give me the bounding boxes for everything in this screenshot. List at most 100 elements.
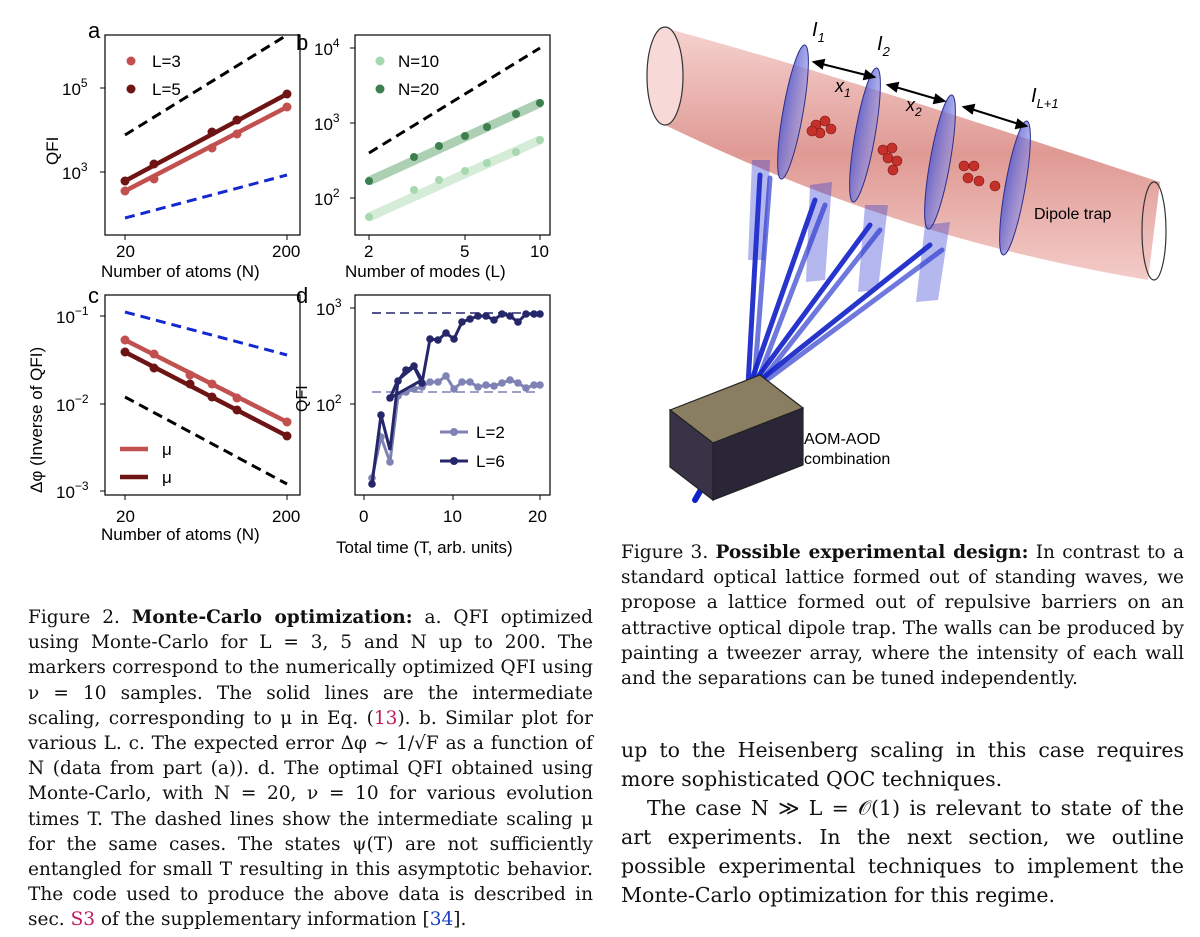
panel-d-xtick-10: 10	[443, 507, 462, 526]
panel-a-axes	[104, 34, 301, 236]
panel-b: b N=10 N=20 104 103 102 2 5 10 Number of…	[296, 30, 551, 281]
panel-b-xtick-5: 5	[460, 242, 469, 261]
body-text: up to the Heisenberg scaling in this cas…	[621, 736, 1184, 910]
panel-c-ylabel: Δφ (Inverse of QFI)	[27, 347, 46, 493]
panel-c-xlabel: Number of atoms (N)	[101, 525, 260, 544]
aom-aod-label-line1: AOM-AOD	[804, 431, 880, 448]
dipole-trap-beam	[665, 28, 1160, 280]
panel-b-letter: b	[296, 30, 308, 55]
panel-d: d L=2 L=6 103 102 QFI 0 10 20	[294, 283, 551, 557]
aom-aod-box	[668, 374, 805, 502]
panel-b-legend-N10: N=10	[398, 52, 439, 71]
wall-2	[849, 67, 881, 203]
panel-b-ytick-1e3: 103	[314, 111, 340, 134]
panel-c-ytick-1e-3: 10−3	[56, 479, 89, 502]
panel-a-L3-markers	[120, 102, 292, 196]
panel-b-legend-N20: N=20	[398, 80, 439, 99]
figure2-caption-text-a: a. QFI optimized using Monte-Carlo for L…	[28, 607, 593, 729]
panel-c-ytick-1e-1: 10−1	[56, 304, 89, 327]
panel-a-L3-line	[123, 105, 289, 193]
panel-b-xtick-2: 2	[364, 242, 373, 261]
figure3-caption-title: Possible experimental design:	[715, 542, 1029, 563]
panel-a: a L=3 L=5 105 103 QFI 20 200 Numbe	[43, 18, 301, 281]
panel-d-xlabel: Total time (T, arb. units)	[336, 538, 513, 557]
panel-b-N20-markers	[365, 99, 544, 185]
panel-c-ytick-1e-2: 10−2	[56, 392, 89, 415]
dipole-trap-label: Dipole trap	[1034, 206, 1111, 223]
panel-b-axes	[354, 34, 551, 236]
citation-34-link[interactable]: 34	[429, 909, 454, 931]
tweezer-cones	[748, 160, 950, 302]
panel-c-blue-dashed	[124, 310, 288, 357]
panel-b-xlabel: Number of modes (L)	[345, 262, 506, 281]
panel-a-legend-L3: L=3	[152, 52, 181, 71]
wall-1	[777, 44, 809, 180]
panel-a-ylabel: QFI	[43, 137, 62, 165]
figure2-caption-text-b: ). b. Similar plot for various L. c. The…	[28, 707, 593, 931]
beam-exit-ellipse	[1141, 181, 1167, 281]
body-paragraph-2: The case N ≫ L = 𝒪(1) is relevant to sta…	[621, 796, 1184, 907]
figure2-caption-label: Figure 2.	[28, 607, 120, 628]
panel-d-legend-L2: L=2	[476, 423, 505, 442]
panel-c-L3-markers	[120, 335, 292, 427]
panel-d-legend-L6: L=6	[476, 452, 505, 471]
panel-b-N10-markers	[365, 136, 544, 221]
label-I2: I2	[877, 33, 891, 59]
panel-d-axes	[354, 294, 551, 496]
panel-a-letter: a	[88, 18, 101, 43]
tweezer-beam-icon	[692, 172, 945, 503]
figure3-caption: Figure 3. Possible experimental design: …	[621, 540, 1184, 691]
figure2-caption: Figure 2. Monte-Carlo optimization: a. Q…	[28, 605, 593, 933]
figure2-caption-text-d: ].	[453, 909, 467, 931]
body-paragraph-1: up to the Heisenberg scaling in this cas…	[621, 738, 1184, 791]
figure2-caption-title: Monte-Carlo optimization:	[131, 607, 413, 628]
panel-c-L3-line	[123, 337, 289, 425]
separation-arrows	[811, 58, 1029, 130]
beam-entrance-ellipse	[646, 26, 684, 126]
panel-c-letter: c	[88, 283, 99, 308]
panel-c-legend-mu-1: μ	[162, 440, 172, 459]
panel-c-xtick-200: 200	[272, 507, 300, 526]
figure2-plots: a L=3 L=5 105 103 QFI 20 200 Numbe	[27, 18, 551, 557]
wall-4	[999, 120, 1031, 256]
figure2-caption-text-c: of the supplementary information [	[95, 909, 430, 931]
panel-a-blue-dashed	[124, 173, 288, 220]
panel-a-xtick-200: 200	[272, 242, 300, 261]
label-I1: I1	[812, 19, 825, 45]
panel-c-L5-line	[123, 350, 289, 438]
panel-d-xtick-0: 0	[359, 507, 368, 526]
panel-b-xtick-10: 10	[530, 242, 549, 261]
panel-c-axes	[104, 294, 301, 496]
panel-b-black-dashed	[368, 46, 541, 155]
barrier-walls	[777, 44, 1031, 256]
panel-a-ytick-1e3: 103	[62, 160, 88, 183]
figure3-diagram: I1 I2 IL+1 x1 x2 Dipole trap AOM-AOD com…	[646, 19, 1167, 503]
figure3-caption-label: Figure 3.	[621, 542, 709, 563]
panel-d-ytick-1e2: 102	[316, 392, 342, 415]
label-IL1: IL+1	[1031, 85, 1059, 111]
panel-d-ytick-1e3: 103	[316, 296, 342, 319]
section-s3-link[interactable]: S3	[70, 909, 96, 931]
panel-c-xtick-20: 20	[116, 507, 135, 526]
panel-c-black-dashed	[124, 395, 288, 486]
panel-a-ytick-1e5: 105	[62, 76, 88, 99]
figure3-caption-text: In contrast to a standard optical lattic…	[621, 542, 1184, 690]
panel-c-L5-markers	[120, 347, 292, 441]
panel-a-L5-line	[123, 92, 289, 183]
panel-a-xlabel: Number of atoms (N)	[101, 262, 260, 281]
panel-d-L2-line	[370, 373, 540, 479]
panel-b-ytick-1e2: 102	[314, 186, 340, 209]
panel-b-ytick-1e4: 104	[314, 36, 340, 59]
panel-c-legend-mu-2: μ	[162, 468, 172, 487]
panel-d-xtick-20: 20	[528, 507, 547, 526]
label-x1: x1	[834, 76, 851, 100]
panel-b-N20-band	[367, 98, 542, 186]
atom-icon	[806, 115, 1001, 192]
wall-3	[924, 94, 956, 230]
equation-13-link[interactable]: 13	[373, 707, 398, 729]
panel-c: c μ μ 10−1 10−2 10−3 Δφ (Inverse of QFI)…	[27, 283, 301, 544]
panel-d-letter: d	[296, 283, 308, 308]
panel-d-L6-markers	[368, 310, 544, 488]
panel-a-xtick-20: 20	[116, 242, 135, 261]
label-x2: x2	[905, 95, 922, 119]
